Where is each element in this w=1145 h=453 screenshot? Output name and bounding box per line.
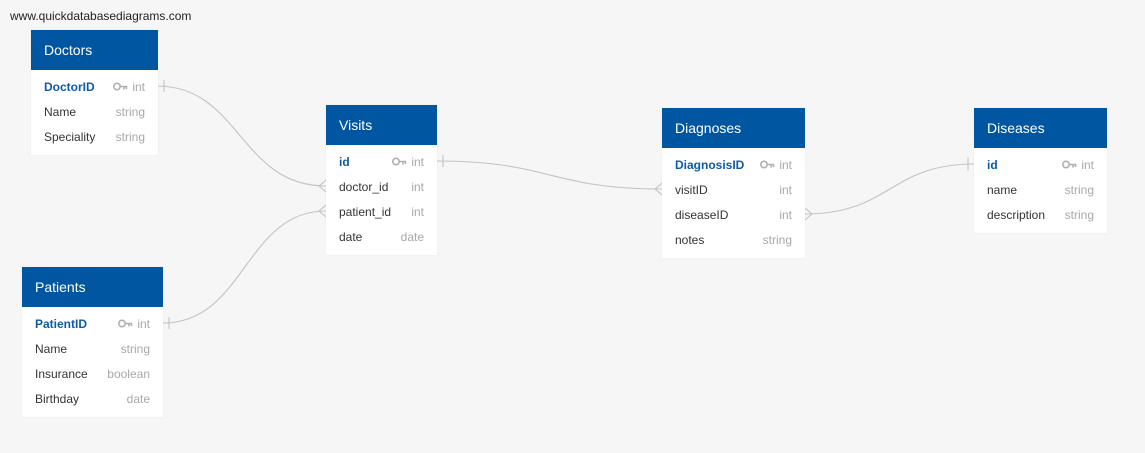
column-row[interactable]: Speciality string xyxy=(31,124,158,149)
table-title[interactable]: Diseases xyxy=(974,108,1107,148)
column-name: notes xyxy=(675,232,705,247)
column-type: string xyxy=(120,341,150,356)
column-type: date xyxy=(126,391,150,406)
primary-key-icon xyxy=(760,160,775,169)
column-name: Name xyxy=(44,104,77,119)
column-name: DoctorID xyxy=(44,79,95,94)
column-type: string xyxy=(115,129,145,144)
column-type: int xyxy=(411,179,424,194)
column-name: PatientID xyxy=(35,316,88,331)
column-row[interactable]: name string xyxy=(974,177,1107,202)
relationship-visits-diagnoses xyxy=(436,160,663,190)
table-columns: id int name string description string xyxy=(974,148,1107,233)
column-type: int xyxy=(137,316,150,331)
column-name: Name xyxy=(35,341,68,356)
table-title[interactable]: Visits xyxy=(326,105,437,145)
column-type: string xyxy=(762,232,792,247)
relationship-patients-visits xyxy=(162,210,327,324)
column-name: DiagnosisID xyxy=(675,157,745,172)
column-name: doctor_id xyxy=(339,179,389,194)
column-type: int xyxy=(779,157,792,172)
column-row[interactable]: PatientID int xyxy=(22,311,163,336)
column-row[interactable]: notes string xyxy=(662,227,805,252)
watermark-text: www.quickdatabasediagrams.com xyxy=(10,9,192,23)
column-type: string xyxy=(1064,207,1094,222)
column-row[interactable]: DoctorID int xyxy=(31,74,158,99)
column-type: string xyxy=(1064,182,1094,197)
primary-key-icon xyxy=(118,319,133,328)
many-marker-visits-patient xyxy=(318,204,327,218)
primary-key-icon xyxy=(1062,160,1077,169)
column-type: int xyxy=(779,207,792,222)
column-name: patient_id xyxy=(339,204,392,219)
column-row[interactable]: patient_id int xyxy=(326,199,437,224)
column-type: int xyxy=(132,79,145,94)
column-row[interactable]: id int xyxy=(326,149,437,174)
column-row[interactable]: doctor_id int xyxy=(326,174,437,199)
column-name: Speciality xyxy=(44,129,96,144)
column-row[interactable]: id int xyxy=(974,152,1107,177)
relationship-diseases-diagnoses xyxy=(804,163,975,215)
column-name: diseaseID xyxy=(675,207,729,222)
column-row[interactable]: description string xyxy=(974,202,1107,227)
table-diseases[interactable]: Diseases id int name string description strin… xyxy=(974,108,1107,233)
column-name: Insurance xyxy=(35,366,88,381)
column-type: int xyxy=(411,204,424,219)
table-columns: DiagnosisID int visitID int diseaseID int note… xyxy=(662,148,805,258)
many-marker-visits-doctor xyxy=(318,179,327,193)
column-name: date xyxy=(339,229,363,244)
primary-key-icon xyxy=(392,157,407,166)
relationship-doctors-visits xyxy=(156,85,327,187)
column-row[interactable]: visitID int xyxy=(662,177,805,202)
column-type: int xyxy=(779,182,792,197)
column-name: Birthday xyxy=(35,391,80,406)
column-row[interactable]: Birthday date xyxy=(22,386,163,411)
column-row[interactable]: Insurance boolean xyxy=(22,361,163,386)
many-marker-diagnoses-disease xyxy=(804,207,813,221)
column-row[interactable]: Name string xyxy=(22,336,163,361)
column-type: int xyxy=(1081,157,1094,172)
column-name: description xyxy=(987,207,1046,222)
column-type: int xyxy=(411,154,424,169)
column-type: string xyxy=(115,104,145,119)
column-row[interactable]: date date xyxy=(326,224,437,249)
column-name: id xyxy=(987,157,998,172)
primary-key-icon xyxy=(113,82,128,91)
many-marker-diagnoses-visit xyxy=(654,182,663,196)
table-title[interactable]: Patients xyxy=(22,267,163,307)
column-row[interactable]: DiagnosisID int xyxy=(662,152,805,177)
column-type: date xyxy=(400,229,424,244)
column-type: boolean xyxy=(107,366,150,381)
column-row[interactable]: Name string xyxy=(31,99,158,124)
column-name: name xyxy=(987,182,1018,197)
column-name: visitID xyxy=(675,182,708,197)
table-title[interactable]: Doctors xyxy=(31,30,158,70)
table-title[interactable]: Diagnoses xyxy=(662,108,805,148)
column-row[interactable]: diseaseID int xyxy=(662,202,805,227)
column-name: id xyxy=(339,154,350,169)
